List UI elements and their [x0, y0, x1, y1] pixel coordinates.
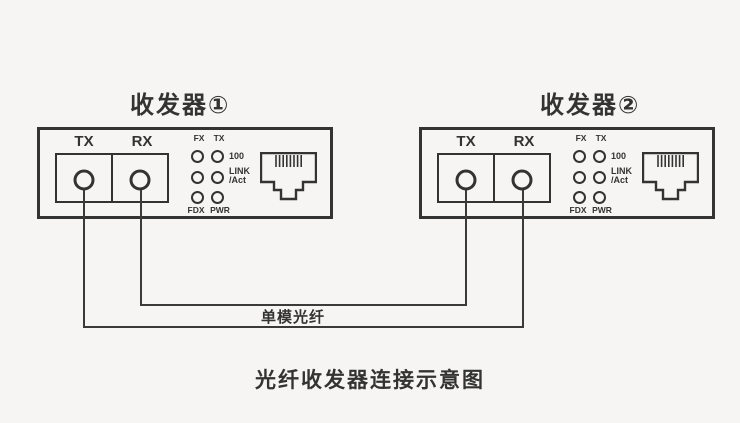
rx-port-label: RX — [513, 133, 535, 150]
led-label-pwr: PWR — [210, 205, 230, 215]
led-label-act: /Act — [611, 175, 629, 185]
led-indicator-icon — [211, 171, 224, 184]
led-indicator-icon — [191, 171, 204, 184]
rj45-jack-icon — [260, 152, 317, 201]
led-label-fdx: FDX — [187, 205, 205, 215]
led-panel: FX TX 100 LINK /Act FDX PWR — [185, 133, 300, 219]
fiber-wire-rx2-vertical — [522, 190, 524, 328]
diagram-caption: 光纤收发器连接示意图 — [255, 369, 485, 392]
fiber-type-label: 单模光纤 — [260, 309, 325, 326]
transceiver-1-chassis: TX RX FX TX 100 LINK /Act FDX P — [37, 127, 333, 219]
fiber-wire-tx2-vertical — [465, 190, 467, 306]
fiber-connector-icon — [455, 169, 477, 191]
led-panel: FX TX 100 LINK /Act FDX PWR — [567, 133, 682, 219]
led-label-fx: FX — [193, 133, 205, 143]
led-indicator-icon — [191, 191, 204, 204]
tx-port-label: TX — [74, 133, 94, 150]
led-indicator-icon — [211, 150, 224, 163]
led-label-link: LINK — [229, 166, 250, 176]
rx-port-label: RX — [131, 133, 153, 150]
led-indicator-icon — [593, 171, 606, 184]
transceiver-1: 收发器① TX RX FX TX 100 LINK /Act — [37, 85, 337, 225]
led-label-act: /Act — [229, 175, 247, 185]
led-label-fdx: FDX — [569, 205, 587, 215]
led-indicator-icon — [211, 191, 224, 204]
led-label-link: LINK — [611, 166, 632, 176]
fiber-connector-icon — [129, 169, 151, 191]
fiber-wire-tx1-vertical — [83, 190, 85, 328]
led-label-pwr: PWR — [592, 205, 612, 215]
led-indicator-icon — [573, 150, 586, 163]
transceiver-2-chassis: TX RX FX TX 100 LINK /Act FDX P — [419, 127, 715, 219]
fiber-wire-rx1-vertical — [140, 190, 142, 306]
led-indicator-icon — [191, 150, 204, 163]
rj45-jack-icon — [642, 152, 699, 201]
fiber-connector-icon — [511, 169, 533, 191]
device-2-title: 收发器② — [540, 92, 641, 119]
led-label-100: 100 — [229, 151, 245, 161]
led-indicator-icon — [573, 191, 586, 204]
transceiver-2: 收发器② TX RX FX TX 100 LINK /Act — [419, 85, 719, 225]
fiber-wire-lower-horizontal — [83, 326, 524, 328]
led-indicator-icon — [573, 171, 586, 184]
led-label-100: 100 — [611, 151, 627, 161]
fiber-wire-upper-horizontal — [140, 304, 467, 306]
led-indicator-icon — [593, 191, 606, 204]
tx-port-label: TX — [456, 133, 476, 150]
led-indicator-icon — [593, 150, 606, 163]
led-label-tx: TX — [213, 133, 225, 143]
led-label-fx: FX — [575, 133, 587, 143]
fiber-connector-icon — [73, 169, 95, 191]
led-label-tx: TX — [595, 133, 607, 143]
device-1-title: 收发器① — [130, 92, 231, 119]
